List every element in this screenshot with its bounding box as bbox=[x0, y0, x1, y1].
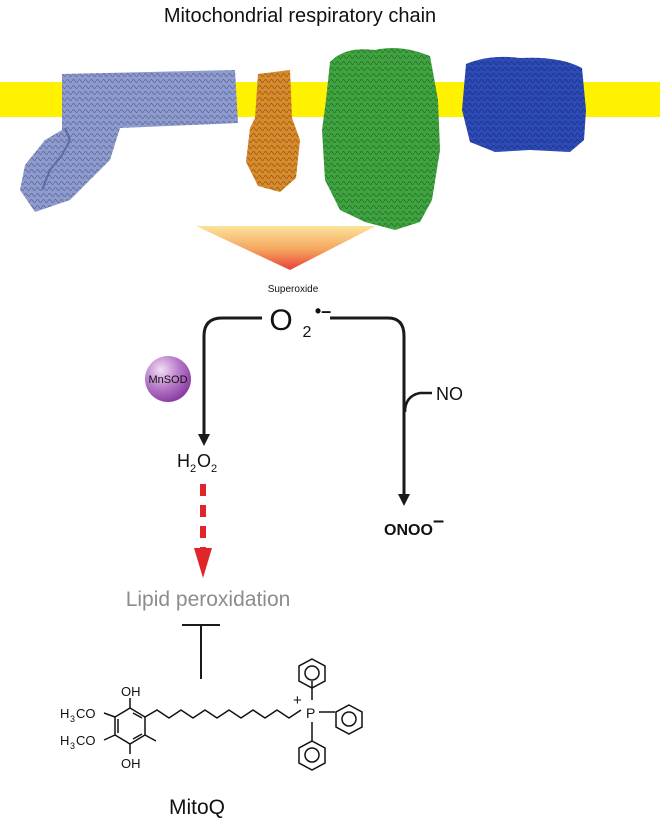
h2o2-h: H bbox=[177, 451, 190, 471]
h2o2-sub2: 2 bbox=[211, 463, 217, 475]
peroxynitrite-arrow bbox=[330, 316, 406, 496]
diagram-title: Mitochondrial respiratory chain bbox=[164, 5, 436, 27]
mitoq-h3co-2-h: H bbox=[60, 733, 69, 748]
lipid-peroxidation-arrowhead bbox=[194, 548, 212, 578]
superoxide-subscript: 2 bbox=[303, 324, 312, 341]
superoxide-label: Superoxide bbox=[268, 284, 319, 295]
mitoq-atom-labels: OH OH H 3 CO H 3 CO P + bbox=[60, 684, 315, 771]
superoxide-production-funnel bbox=[196, 226, 376, 270]
mnsod-label: MnSOD bbox=[148, 374, 187, 386]
mitoq-phenyl-bottom bbox=[298, 740, 326, 771]
lipid-peroxidation-label: Lipid peroxidation bbox=[126, 588, 291, 611]
mitoq-oh-top: OH bbox=[121, 684, 141, 699]
mitoq-ring bbox=[114, 707, 146, 745]
mitoq-oh-bottom: OH bbox=[121, 756, 141, 771]
complex-v-protein bbox=[462, 56, 586, 152]
peroxynitrite-charge: – bbox=[433, 510, 444, 532]
h2o2-o: O bbox=[197, 451, 211, 471]
complex-i-protein bbox=[20, 70, 238, 212]
mitoq-h3co-1-co: CO bbox=[76, 706, 96, 721]
h2o2-sub1: 2 bbox=[190, 463, 196, 475]
mitoq-phenyl-right bbox=[335, 704, 363, 735]
mitoq-structure bbox=[103, 658, 363, 771]
mitoq-h3co-2-sub: 3 bbox=[70, 741, 75, 751]
nitric-oxide-label: NO bbox=[436, 384, 463, 404]
hydrogen-peroxide-formula: H 2 O 2 bbox=[177, 451, 217, 475]
mitoq-phosphorus: P bbox=[306, 705, 315, 721]
peroxynitrite-arrowhead bbox=[398, 494, 410, 506]
superoxide-charge: •– bbox=[315, 301, 331, 321]
mitoq-h3co-1-sub: 3 bbox=[70, 714, 75, 724]
mitoq-phenyl-top bbox=[298, 658, 326, 689]
superoxide-o: O bbox=[269, 304, 292, 337]
superoxide-formula: O 2 •– bbox=[269, 301, 331, 341]
dismutation-arrowhead bbox=[198, 434, 210, 446]
mitoq-name: MitoQ bbox=[169, 796, 225, 819]
complex-iii-protein bbox=[246, 70, 300, 192]
mitoq-decyl-chain bbox=[144, 709, 302, 719]
complex-iv-protein bbox=[322, 48, 440, 230]
peroxynitrite-label: ONOO bbox=[384, 522, 433, 539]
inhibition-bar bbox=[182, 624, 220, 679]
dismutation-arrow bbox=[202, 316, 262, 436]
mitoq-h3co-1-h: H bbox=[60, 706, 69, 721]
mitoq-plus-charge: + bbox=[293, 692, 302, 709]
nitric-oxide-input-curve bbox=[403, 391, 432, 413]
mitoq-h3co-2-co: CO bbox=[76, 733, 96, 748]
mnsod-enzyme bbox=[145, 356, 191, 402]
